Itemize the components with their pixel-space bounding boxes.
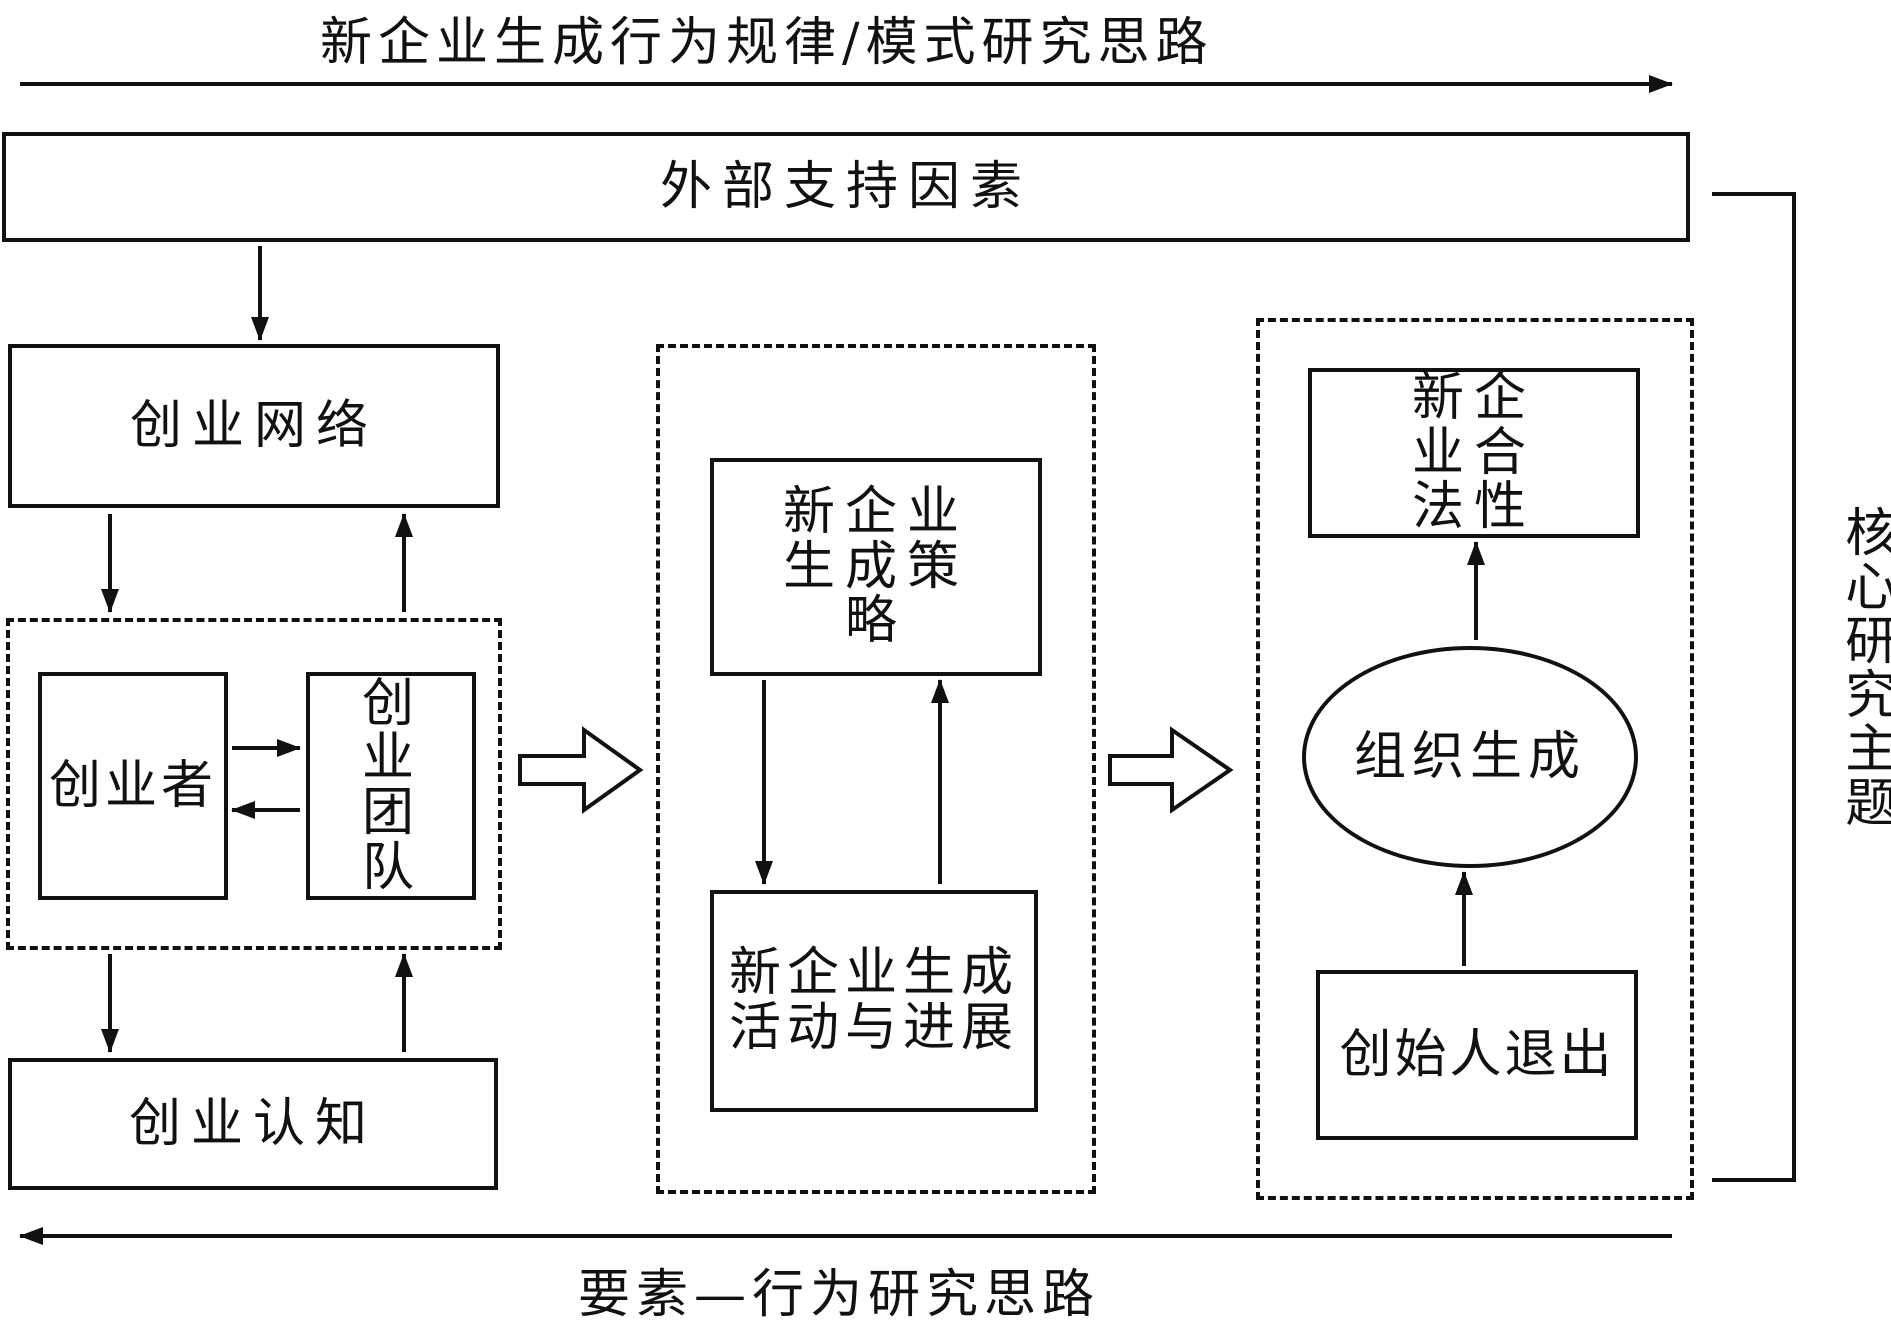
new-venture-strategy-box: 新企业生成策略 bbox=[710, 458, 1042, 676]
new-venture-legitimacy-label: 新企业合法性 bbox=[1411, 368, 1536, 538]
core-research-topic-label: 核心研究主题 bbox=[1835, 505, 1891, 829]
entrepreneurial-team-label: 创业团队 bbox=[361, 673, 420, 898]
emergence-outcome-group bbox=[1256, 318, 1694, 1200]
entrepreneur-label: 创业者 bbox=[48, 755, 217, 816]
entrepreneurial-team-box: 创业团队 bbox=[306, 672, 476, 900]
bottom-research-path-title: 要素—行为研究思路 bbox=[578, 1265, 1101, 1325]
organization-emergence-label: 组织生成 bbox=[1353, 726, 1586, 787]
entrepreneurial-network-label: 创业网络 bbox=[129, 395, 378, 456]
top-research-path-title: 新企业生成行为规律/模式研究思路 bbox=[320, 13, 1214, 73]
left-to-middle-hollow-arrow bbox=[518, 726, 644, 814]
founder-exit-label: 创始人退出 bbox=[1339, 1024, 1615, 1085]
entrepreneurial-network-box: 创业网络 bbox=[8, 344, 500, 508]
entrepreneurial-cognition-label: 创业认知 bbox=[128, 1093, 377, 1154]
middle-to-right-hollow-arrow bbox=[1108, 726, 1234, 814]
external-support-factors-label: 外部支持因素 bbox=[659, 156, 1032, 217]
new-venture-activities-label: 新企业生成活动与进展 bbox=[728, 943, 1019, 1058]
new-venture-activities-box: 新企业生成活动与进展 bbox=[710, 890, 1038, 1112]
founder-exit-box: 创始人退出 bbox=[1316, 970, 1638, 1140]
entrepreneur-team-group bbox=[6, 618, 502, 950]
new-venture-legitimacy-box: 新企业合法性 bbox=[1308, 368, 1640, 538]
new-venture-strategy-label: 新企业生成策略 bbox=[782, 482, 969, 652]
organization-emergence-ellipse: 组织生成 bbox=[1302, 646, 1638, 868]
entrepreneur-box: 创业者 bbox=[38, 672, 228, 900]
entrepreneurial-cognition-box: 创业认知 bbox=[8, 1058, 498, 1190]
external-support-factors-box: 外部支持因素 bbox=[2, 132, 1690, 242]
strategy-activity-group bbox=[656, 344, 1096, 1194]
core-topic-bracket bbox=[1712, 192, 1796, 1182]
